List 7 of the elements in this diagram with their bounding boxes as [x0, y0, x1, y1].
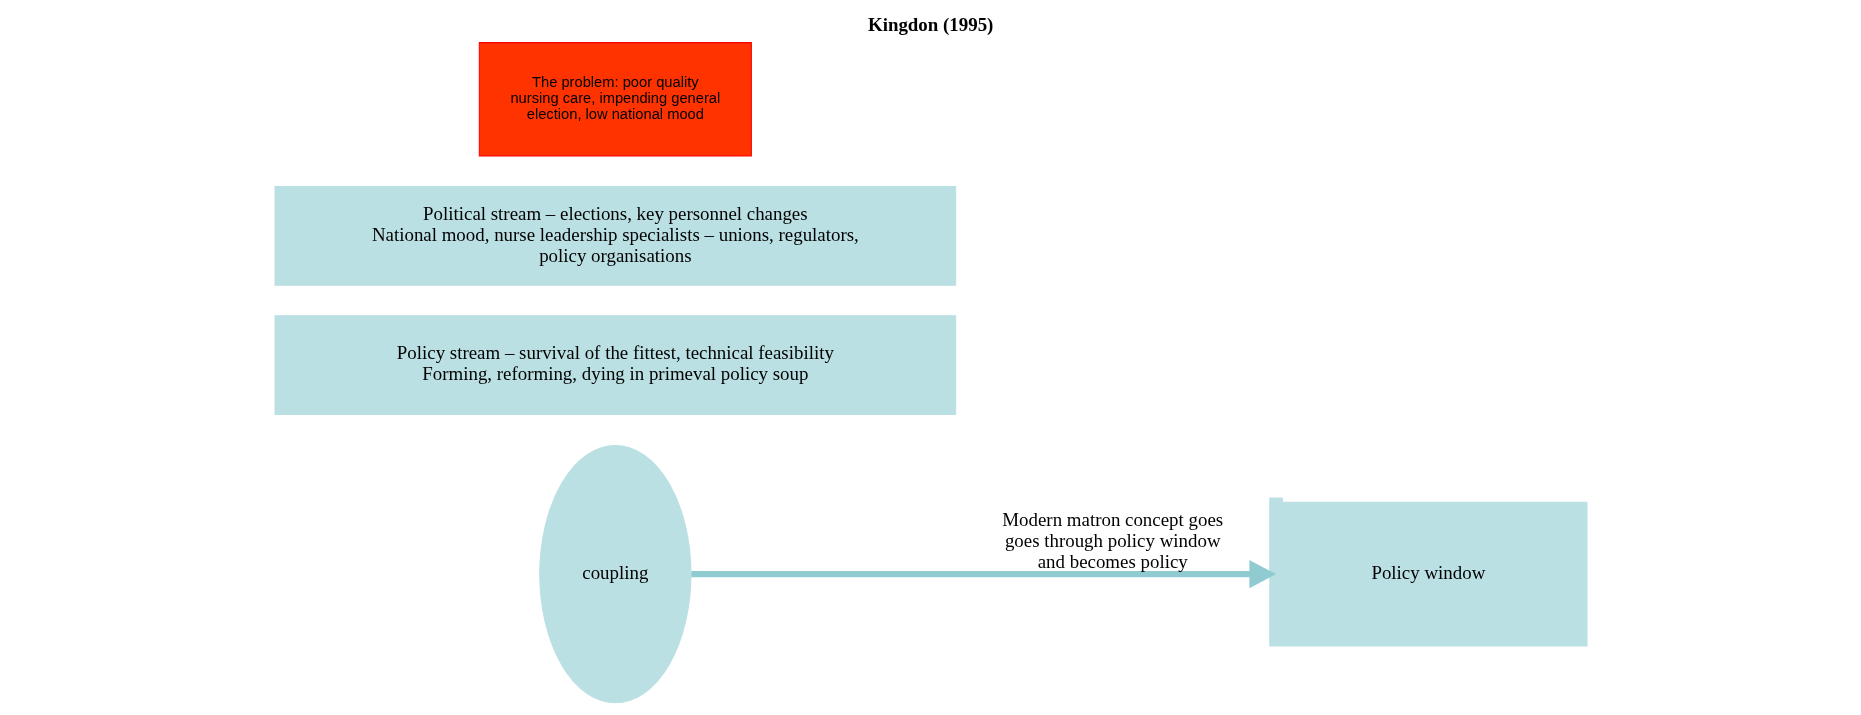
node-box: Policy stream – survival of the fittest, technical feasibility Forming, reforming, dying in primeval policy soup	[274, 314, 956, 415]
node-box: The problem: poor quality nursing care, impending general election, low national mood	[478, 41, 752, 157]
diagram-title: Kingdon (1995)	[867, 13, 993, 35]
edge-label: Modern matron concept goes goes through policy window and becomes policy	[1001, 508, 1223, 572]
node-box: Political stream – elections, key personnel changes National mood, nurse leadership specialists – unions, regulators, policy organisations	[274, 185, 956, 286]
node-ellipse: coupling	[538, 444, 691, 703]
arrow	[690, 559, 1276, 588]
